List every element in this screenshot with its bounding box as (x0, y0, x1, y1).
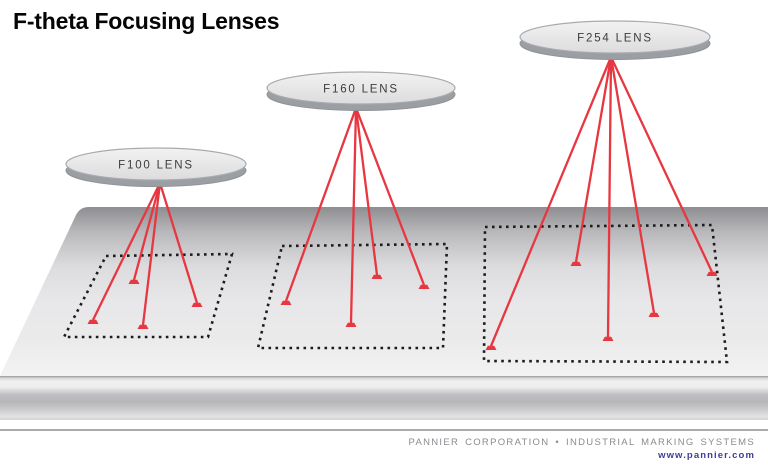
lens-disc-f100 (65, 147, 247, 181)
footer: PANNIER CORPORATION • INDUSTRIAL MARKING S… (409, 437, 755, 462)
laser-beam-f254 (489, 56, 613, 347)
laser-beam-f100 (158, 182, 199, 304)
page-title: F-theta Focusing Lenses (13, 8, 280, 34)
laser-mark-f100 (128, 279, 140, 284)
laser-mark-f100 (137, 324, 149, 329)
lens-label-f254: F254 LENS (577, 33, 653, 45)
laser-beam-f100 (132, 182, 162, 281)
footer-company: PANNIER CORPORATION (408, 437, 550, 448)
laser-mark-f254 (570, 261, 582, 266)
laser-mark-f100 (87, 319, 99, 324)
lens-group-f254: F254 LENS (482, 20, 729, 364)
laser-beam-f254 (606, 56, 613, 338)
laser-beam-f160 (284, 107, 358, 302)
laser-mark-f160 (371, 274, 383, 279)
laser-beam-f160 (354, 107, 379, 276)
footer-company-line: PANNIER CORPORATION • INDUSTRIAL MARKING S… (409, 437, 755, 449)
laser-mark-f254 (485, 345, 497, 350)
marking-area-f100 (61, 252, 234, 339)
marking-area-f254 (482, 223, 729, 364)
footer-bullet-separator: • (555, 437, 561, 448)
lens-label-f160: F160 LENS (323, 84, 399, 96)
laser-mark-f254 (706, 271, 718, 276)
lens-label-f100: F100 LENS (118, 160, 194, 172)
laser-mark-f254 (648, 312, 660, 317)
footer-divider (0, 429, 768, 431)
footer-url-link[interactable]: www.pannier.com (658, 450, 755, 461)
lens-group-f160: F160 LENS (256, 71, 456, 350)
laser-beam-f160 (354, 107, 426, 286)
laser-beam-f254 (609, 56, 714, 273)
laser-beam-f160 (349, 107, 358, 324)
laser-beam-f100 (91, 182, 162, 321)
laser-mark-f160 (280, 300, 292, 305)
surface-front-edge (0, 376, 768, 420)
lens-group-f100: F100 LENS (61, 147, 247, 339)
laser-mark-f100 (191, 302, 203, 307)
lens-disc-f160 (266, 71, 456, 105)
laser-beam-f254 (609, 56, 656, 314)
lens-disc-f254 (519, 20, 711, 54)
laser-mark-f254 (602, 336, 614, 341)
footer-tagline: INDUSTRIAL MARKING SYSTEMS (566, 437, 755, 448)
laser-mark-f160 (418, 284, 430, 289)
laser-mark-f160 (345, 322, 357, 327)
laser-beam-f254 (574, 56, 613, 263)
laser-beam-f100 (141, 182, 162, 326)
surface-top (0, 207, 768, 376)
